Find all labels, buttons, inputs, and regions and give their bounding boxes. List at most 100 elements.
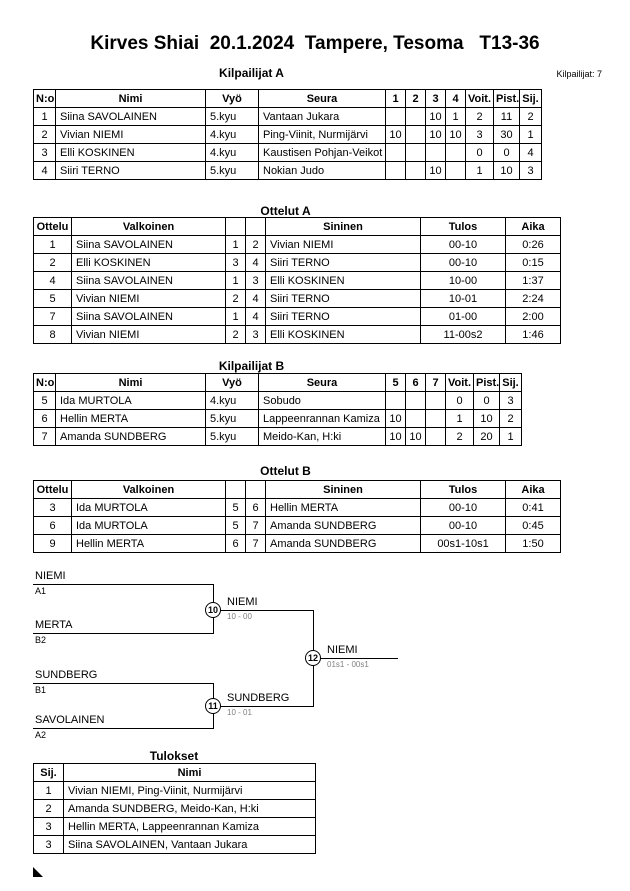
- cell: 4.kyu: [205, 391, 259, 410]
- column-header: Pist.: [493, 89, 520, 108]
- winner-name: SUNDBERG: [227, 692, 290, 704]
- column-header: [225, 480, 246, 499]
- cell: 3: [225, 253, 246, 272]
- cell: 00-10: [420, 253, 506, 272]
- cell: Hellin MERTA, Lappeenrannan Kamiza: [63, 817, 316, 836]
- cell: 10: [405, 427, 426, 446]
- cell: 2: [465, 107, 494, 126]
- cell: 1:50: [505, 534, 561, 553]
- cell: 10: [385, 427, 406, 446]
- table-row: 6 Hellin MERTA 5.kyu Lappeenrannan Kamiz…: [33, 409, 522, 428]
- cell: Hellin MERTA: [55, 409, 206, 428]
- cell: [425, 143, 446, 162]
- cell: 0: [445, 391, 474, 410]
- column-header: 2: [405, 89, 426, 108]
- cell: Elli KOSKINEN: [55, 143, 206, 162]
- match-number-circle: 12: [305, 650, 321, 666]
- table-row: 6 Ida MURTOLA 5 7 Amanda SUNDBERG 00-10 …: [33, 516, 561, 535]
- section-heading-tulokset: Tulokset: [149, 749, 199, 763]
- cell: Vantaan Jukara: [258, 107, 386, 126]
- cell: 00-10: [420, 235, 506, 254]
- cell: Siiri TERNO: [265, 307, 421, 326]
- column-header: Nimi: [55, 89, 206, 108]
- cell: 11-00s2: [420, 325, 506, 344]
- section-heading-ottelut-a: Ottelut A: [260, 204, 311, 218]
- bracket-line: [33, 633, 213, 634]
- cell: 5: [225, 498, 246, 517]
- cell: 1: [225, 307, 246, 326]
- table-row: 2 Elli KOSKINEN 3 4 Siiri TERNO 00-10 0:…: [33, 253, 561, 272]
- column-header: 1: [385, 89, 406, 108]
- cell: [385, 107, 406, 126]
- cell: Ida MURTOLA: [55, 391, 206, 410]
- cell: 00-10: [420, 516, 506, 535]
- cell: 6: [33, 516, 72, 535]
- cell: Siiri TERNO: [265, 289, 421, 308]
- cell: 2: [499, 409, 522, 428]
- cell: Amanda SUNDBERG: [265, 534, 421, 553]
- cell: Elli KOSKINEN: [265, 325, 421, 344]
- cell: 20: [473, 427, 500, 446]
- cell: 4: [245, 253, 266, 272]
- cell: Hellin MERTA: [265, 498, 421, 517]
- table-row: 7 Siina SAVOLAINEN 1 4 Siiri TERNO 01-00…: [33, 307, 561, 326]
- cell: 5: [33, 391, 56, 410]
- column-header: [225, 217, 246, 236]
- cell: Ida MURTOLA: [71, 498, 226, 517]
- cell: Lappeenrannan Kamiza: [258, 409, 386, 428]
- section-heading-kilpailijat-b: Kilpailijat B: [218, 359, 285, 373]
- match-number-circle: 11: [205, 698, 221, 714]
- cell: Vivian NIEMI: [55, 125, 206, 144]
- cell: 10-01: [420, 289, 506, 308]
- cell: 0:41: [505, 498, 561, 517]
- cell: 1: [33, 235, 72, 254]
- table-row: 5 Vivian NIEMI 2 4 Siiri TERNO 10-01 2:2…: [33, 289, 561, 308]
- kilpailijat-b-table: N:o Nimi Vyö Seura 5 6 7 Voit. Pist. Sij…: [33, 373, 522, 446]
- cell: 1: [33, 781, 64, 800]
- column-header: 5: [385, 373, 406, 392]
- section-heading-ottelut-b: Ottelut B: [260, 464, 311, 478]
- column-header: Ottelu: [33, 480, 72, 499]
- cell: 0:15: [505, 253, 561, 272]
- cell: 10-00: [420, 271, 506, 290]
- column-header: Sij.: [519, 89, 542, 108]
- table-row: 1 Siina SAVOLAINEN 1 2 Vivian NIEMI 00-1…: [33, 235, 561, 254]
- seed-label: A2: [35, 730, 47, 740]
- cell: [385, 161, 406, 180]
- header-row: Sij. Nimi: [33, 763, 316, 782]
- cell: 10: [425, 125, 446, 144]
- table-row: 1 Vivian NIEMI, Ping-Viinit, Nurmijärvi: [33, 781, 316, 800]
- cell: Kaustisen Pohjan-Veikot: [258, 143, 386, 162]
- cell: 0:26: [505, 235, 561, 254]
- cell: 5.kyu: [205, 427, 259, 446]
- bracket-line: [33, 728, 213, 729]
- cell: [405, 125, 426, 144]
- cell: 1: [445, 107, 466, 126]
- column-header: Nimi: [63, 763, 316, 782]
- ottelut-b-table: Ottelu Valkoinen Sininen Tulos Aika 3 Id…: [33, 480, 561, 553]
- table-row: 8 Vivian NIEMI 2 3 Elli KOSKINEN 11-00s2…: [33, 325, 561, 344]
- match-score: 10 - 01: [227, 708, 252, 717]
- cell: 00-10: [420, 498, 506, 517]
- column-header: Valkoinen: [71, 480, 226, 499]
- cell: 6: [245, 498, 266, 517]
- column-header: Seura: [258, 373, 386, 392]
- cell: 10: [473, 409, 500, 428]
- cell: 2: [225, 325, 246, 344]
- player-name: SAVOLAINEN: [35, 714, 105, 726]
- bracket-line: [313, 658, 398, 659]
- seed-label: A1: [35, 586, 47, 596]
- table-row: 7 Amanda SUNDBERG 5.kyu Meido-Kan, H:ki …: [33, 427, 522, 446]
- table-row: 3 Elli KOSKINEN 4.kyu Kaustisen Pohjan-V…: [33, 143, 542, 162]
- cell: 5.kyu: [205, 107, 259, 126]
- column-header: Pist.: [473, 373, 500, 392]
- cell: [425, 427, 446, 446]
- header-row: N:o Nimi Vyö Seura 1 2 3 4 Voit. Pist. S…: [33, 89, 542, 108]
- cell: 10: [445, 125, 466, 144]
- cell: 3: [465, 125, 494, 144]
- cell: 10: [385, 409, 406, 428]
- cell: 3: [245, 325, 266, 344]
- cell: 9: [33, 534, 72, 553]
- column-header: Vyö: [205, 373, 259, 392]
- table-row: 2 Amanda SUNDBERG, Meido-Kan, H:ki: [33, 799, 316, 818]
